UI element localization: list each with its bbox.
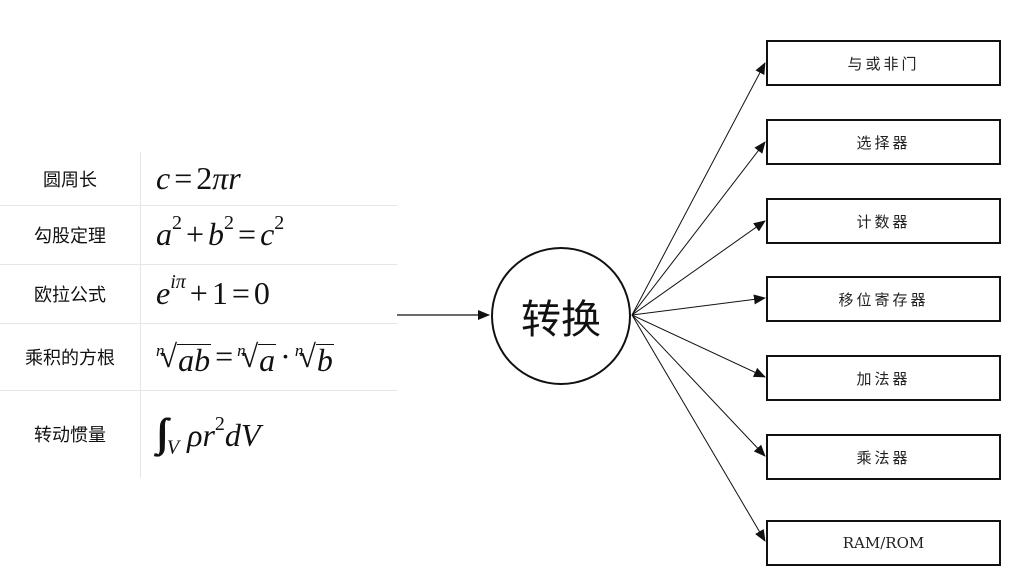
formula-row-moment-of-inertia: 转动惯量 ∫∫∫V ρr2dV [0,390,397,478]
convert-node: 转换 [491,247,631,385]
output-box: 与或非门 [766,40,1001,86]
output-box: 选择器 [766,119,1001,165]
formula-expression: ∫∫∫V ρr2dV [156,409,261,459]
output-arrow [631,294,766,316]
output-arrow [631,314,766,542]
formula-row-product-root: 乘积的方根 n√ab = n√a · n√b [0,323,397,391]
formula-expression: eiπ+1=0 [156,271,270,311]
formula-name: 勾股定理 [0,205,141,264]
output-arrow [631,220,766,316]
output-arrow [631,141,766,316]
formula-name: 圆周长 [0,152,141,205]
formula-expression: a2+b2=c2 [156,212,285,252]
formula-name: 乘积的方根 [0,323,141,390]
formula-row-pythagorean: 勾股定理 a2+b2=c2 [0,205,397,265]
output-arrow [631,314,766,378]
formula-expression: c=2πr [156,160,241,196]
formula-name: 欧拉公式 [0,264,141,323]
output-box: 乘法器 [766,434,1001,480]
output-box: 加法器 [766,355,1001,401]
output-box: 移位寄存器 [766,276,1001,322]
output-arrow [631,314,766,457]
output-box: RAM/ROM [766,520,1001,566]
formula-row-euler: 欧拉公式 eiπ+1=0 [0,264,397,324]
output-arrow [631,62,766,316]
output-box: 计数器 [766,198,1001,244]
formula-name: 转动惯量 [0,390,141,478]
formula-row-circumference: 圆周长 c=2πr [0,152,397,206]
formula-expression: n√ab = n√a · n√b [156,338,334,378]
